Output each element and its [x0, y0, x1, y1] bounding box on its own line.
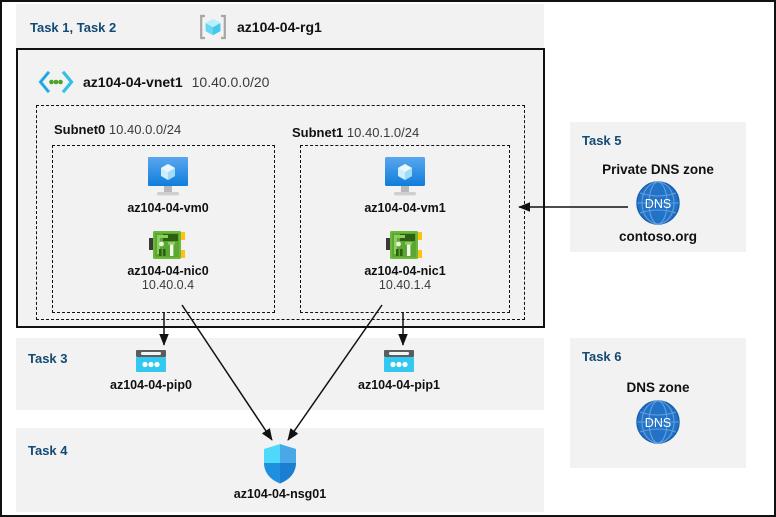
resource-group-name: az104-04-rg1: [237, 19, 322, 35]
nsg-label: az104-04-nsg01: [233, 487, 327, 501]
dns-zone-node[interactable]: DNS zone DNS: [570, 378, 746, 445]
subnet1-title: Subnet1 10.40.1.0/24: [292, 125, 419, 140]
nic1-label: az104-04-nic1: [364, 264, 446, 278]
virtual-network-address-space: 10.40.0.0/20: [191, 74, 270, 90]
task-label-public-ip: Task 3: [28, 351, 68, 366]
pip1-node[interactable]: az104-04-pip1: [343, 348, 455, 392]
network-interface-icon: [113, 228, 223, 262]
vm1-label: az104-04-vm1: [364, 201, 446, 215]
dns-zone-icon: DNS: [570, 180, 746, 226]
nic0-ip: 10.40.0.4: [141, 278, 195, 292]
nsg-node[interactable]: az104-04-nsg01: [222, 443, 338, 501]
public-ip-address-icon: [343, 348, 455, 376]
task-label-resource-group: Task 1, Task 2: [30, 20, 117, 35]
network-security-group-icon: [222, 443, 338, 485]
task-label-nsg: Task 4: [28, 443, 68, 458]
public-ip-panel: [16, 338, 544, 410]
subnet0-cidr: 10.40.0.0/24: [108, 122, 182, 137]
subnet1-box: [300, 145, 510, 313]
private-dns-zone-name: contoso.org: [619, 229, 697, 244]
subnet0-name: Subnet0: [54, 122, 106, 137]
network-interface-icon: [350, 228, 460, 262]
private-dns-zone-node[interactable]: Private DNS zone DNS contoso.org: [570, 160, 746, 244]
dns-icon-text: DNS: [645, 197, 671, 211]
pip0-node[interactable]: az104-04-pip0: [95, 348, 207, 392]
private-dns-zone-heading: Private DNS zone: [602, 162, 714, 177]
nic1-node[interactable]: az104-04-nic1 10.40.1.4: [350, 228, 460, 292]
virtual-network-icon: [38, 70, 74, 94]
dns-icon-text: DNS: [645, 416, 671, 430]
resource-group-panel: [16, 4, 544, 48]
resource-group-icon: [198, 12, 228, 42]
resource-group-title: az104-04-rg1: [198, 12, 322, 42]
subnet1-name: Subnet1: [292, 125, 344, 140]
public-ip-address-icon: [95, 348, 207, 376]
vm0-node[interactable]: az104-04-vm0: [113, 155, 223, 215]
pip0-label: az104-04-pip0: [110, 378, 192, 392]
vm1-node[interactable]: az104-04-vm1: [350, 155, 460, 215]
virtual-network-title: az104-04-vnet1 10.40.0.0/20: [38, 70, 269, 94]
task-label-private-dns-zone: Task 5: [582, 133, 622, 148]
subnet1-cidr: 10.40.1.0/24: [346, 125, 420, 140]
dns-zone-icon: DNS: [570, 399, 746, 445]
nic1-ip: 10.40.1.4: [378, 278, 432, 292]
nic0-label: az104-04-nic0: [127, 264, 209, 278]
virtual-machine-icon: [350, 155, 460, 199]
subnets-container: [36, 105, 525, 320]
dns-zone-heading: DNS zone: [626, 380, 690, 395]
subnet0-box: [52, 145, 275, 313]
virtual-machine-icon: [113, 155, 223, 199]
virtual-network-panel: [16, 48, 545, 328]
pip1-label: az104-04-pip1: [358, 378, 440, 392]
subnet0-title: Subnet0 10.40.0.0/24: [54, 122, 181, 137]
vm0-label: az104-04-vm0: [127, 201, 209, 215]
virtual-network-name: az104-04-vnet1: [83, 74, 183, 90]
nic0-node[interactable]: az104-04-nic0 10.40.0.4: [113, 228, 223, 292]
task-label-dns-zone: Task 6: [582, 349, 622, 364]
